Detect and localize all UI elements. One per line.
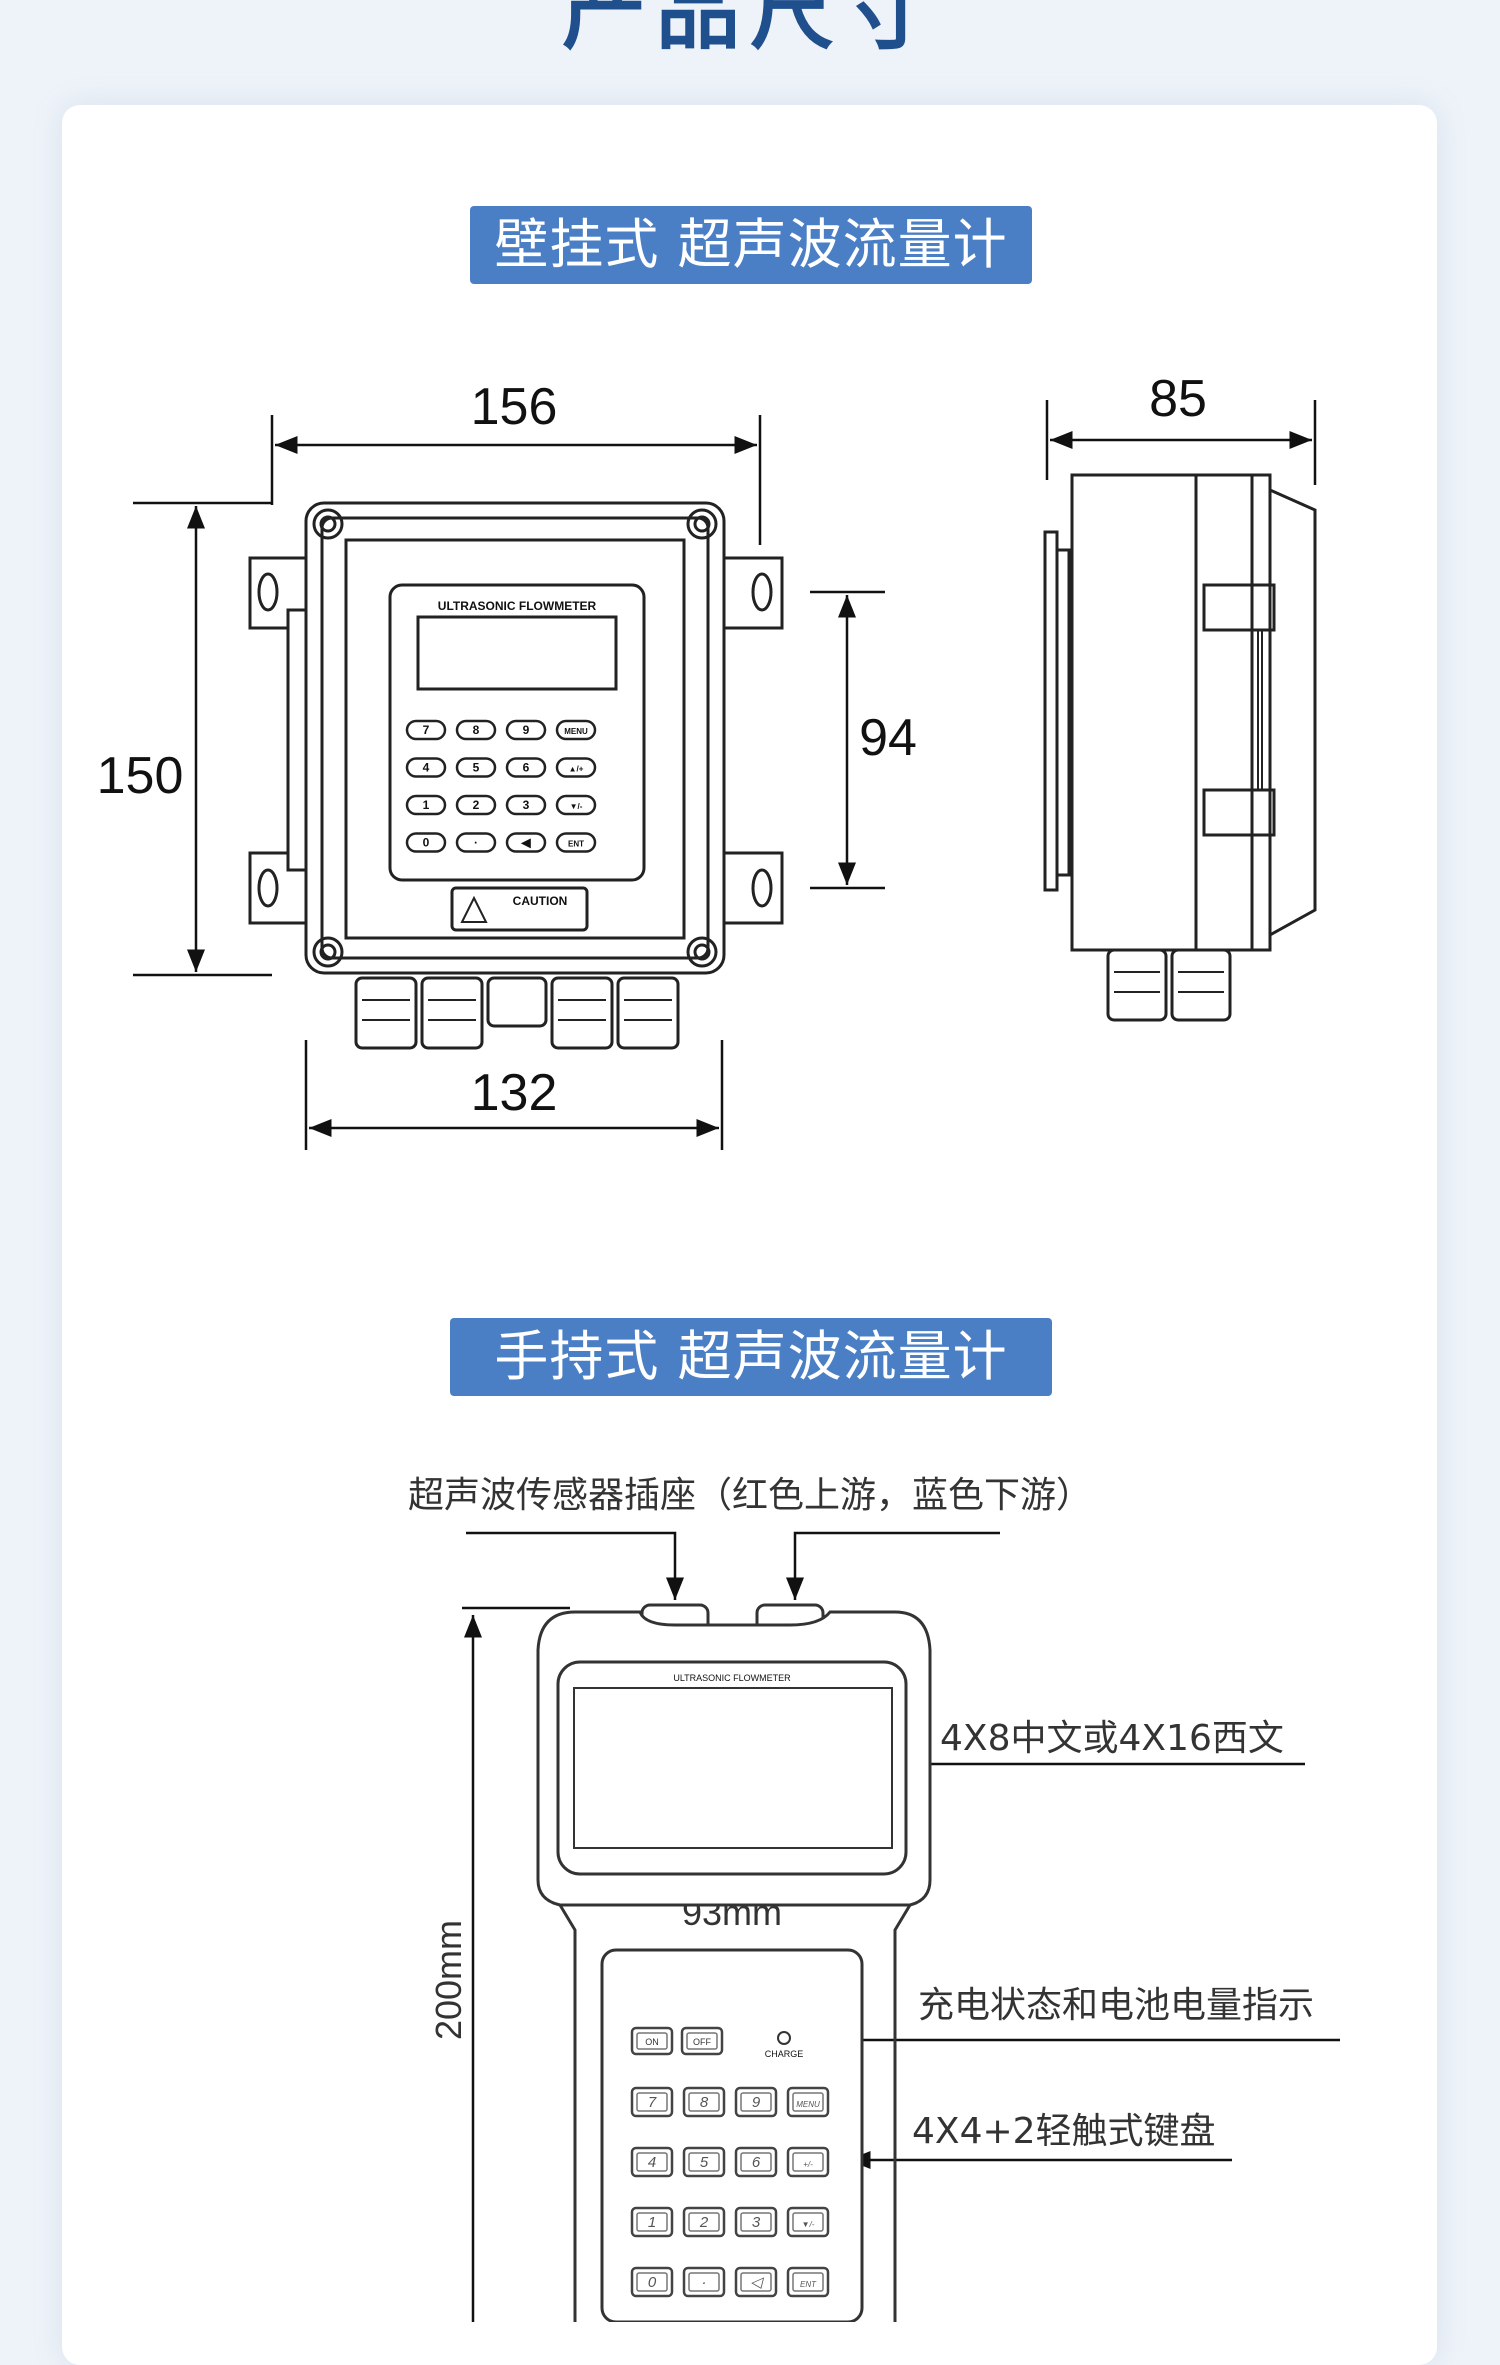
dim-width-bottom: 132 <box>471 1064 558 1122</box>
handheld-key-9: 1 <box>630 2206 674 2238</box>
wall-key-label: 5 <box>473 761 480 775</box>
handheld-key-14: · <box>682 2266 726 2298</box>
wall-key-label: ◀ <box>520 836 531 850</box>
handheld-key-label: 9 <box>752 2094 761 2111</box>
handheld-key-15: ◁ <box>734 2266 778 2298</box>
wall-key-6: 5 <box>455 757 497 778</box>
handheld-device <box>536 1603 932 2322</box>
wall-key-label: 1 <box>423 798 430 812</box>
wall-key-label: 2 <box>473 798 480 812</box>
handheld-key-label: 8 <box>700 2094 709 2111</box>
handheld-power-key-on: ON <box>630 2026 674 2056</box>
wall-key-15: ◀ <box>505 832 547 853</box>
handheld-keypad: ON OFF 7 8 9 MENU 4 5 6 +/- 1 2 3 ▼/- 0 · ◁ ENT <box>630 2026 830 2298</box>
handheld-key-label: ◁ <box>750 2274 764 2291</box>
wall-key-14: · <box>455 832 497 853</box>
wall-mounted-banner: 壁挂式 超声波流量计 <box>470 206 1032 284</box>
wall-mounted-side-view <box>1043 473 1317 1022</box>
dim-width-top: 156 <box>471 378 558 436</box>
wall-key-label: ENT <box>568 840 584 849</box>
handheld-key-10: 2 <box>682 2206 726 2238</box>
handheld-key-label: 2 <box>699 2214 709 2231</box>
handheld-key-16: ENT <box>786 2266 830 2298</box>
wall-key-13: 0 <box>405 832 447 853</box>
wall-key-11: 3 <box>505 794 547 816</box>
wall-key-label: 3 <box>523 798 530 812</box>
wall-key-9: 1 <box>405 794 447 816</box>
handheld-key-label: ENT <box>800 2280 817 2289</box>
wall-caution-label: CAUTION <box>513 894 568 908</box>
wall-key-label: 0 <box>423 836 430 850</box>
wall-key-label: · <box>474 836 478 850</box>
wall-keypad: 7 8 9 MENU 4 5 6 ▲/+ 1 2 3 ▼/- 0 · ◀ ENT <box>405 719 597 853</box>
handheld-key-4: MENU <box>786 2086 830 2118</box>
dim-depth: 85 <box>1149 370 1207 428</box>
charge-led-icon <box>777 2031 791 2045</box>
handheld-power-key-label: ON <box>645 2037 659 2047</box>
handheld-key-12: ▼/- <box>786 2206 830 2238</box>
wall-key-label: ▲/+ <box>569 765 584 774</box>
handheld-device-label: ULTRASONIC FLOWMETER <box>673 1673 791 1683</box>
handheld-power-key-label: OFF <box>693 2037 711 2047</box>
handheld-key-label: 3 <box>752 2214 761 2231</box>
handheld-key-label: 6 <box>752 2154 761 2171</box>
wall-key-label: 8 <box>473 723 480 737</box>
wall-key-label: 6 <box>523 761 530 775</box>
wall-key-7: 6 <box>505 757 547 778</box>
wall-key-16: ENT <box>555 832 597 853</box>
wall-key-label: 4 <box>423 761 430 775</box>
side-dimension-lines <box>1045 400 1317 485</box>
handheld-key-2: 8 <box>682 2086 726 2118</box>
handheld-key-label: ▼/- <box>802 2220 815 2229</box>
handheld-key-1: 7 <box>630 2086 674 2118</box>
sensor-socket-note: 超声波传感器插座（红色上游，蓝色下游） <box>408 1475 1092 1516</box>
handheld-key-label: MENU <box>796 2100 820 2109</box>
handheld-key-11: 3 <box>734 2206 778 2238</box>
handheld-key-label: 0 <box>648 2274 657 2291</box>
wall-key-4: MENU <box>555 719 597 741</box>
page-title: 产品尺寸 <box>561 0 938 61</box>
handheld-charge-label: CHARGE <box>765 2049 804 2059</box>
dim-handheld-height: 200mm <box>428 1920 469 2040</box>
wall-key-label: 9 <box>523 723 530 737</box>
handheld-key-label: +/- <box>803 2160 813 2169</box>
wall-key-label: ▼/- <box>570 802 583 811</box>
dim-height-left: 150 <box>97 747 184 805</box>
handheld-key-label: · <box>702 2274 707 2291</box>
wall-key-label: 7 <box>423 723 430 737</box>
wall-key-3: 9 <box>505 719 547 741</box>
handheld-key-label: 4 <box>648 2154 656 2171</box>
handheld-key-13: 0 <box>630 2266 674 2298</box>
wall-device-label: ULTRASONIC FLOWMETER <box>438 599 597 613</box>
wall-key-label: MENU <box>564 727 588 736</box>
handheld-key-label: 7 <box>648 2094 657 2111</box>
handheld-key-7: 6 <box>734 2146 778 2178</box>
wall-key-8: ▲/+ <box>555 757 597 778</box>
handheld-banner: 手持式 超声波流量计 <box>450 1318 1052 1396</box>
wall-key-5: 4 <box>405 757 447 778</box>
wall-key-10: 2 <box>455 794 497 816</box>
handheld-key-8: +/- <box>786 2146 830 2178</box>
wall-key-2: 8 <box>455 719 497 741</box>
wall-key-1: 7 <box>405 719 447 741</box>
wall-dimension-lines <box>133 415 885 1150</box>
wall-key-12: ▼/- <box>555 794 597 816</box>
display-note: 4X8中文或4X16西文 <box>940 1718 1284 1759</box>
dim-height-keypad: 94 <box>859 709 917 767</box>
handheld-key-5: 4 <box>630 2146 674 2178</box>
handheld-key-3: 9 <box>734 2086 778 2118</box>
handheld-key-6: 5 <box>682 2146 726 2178</box>
charge-note: 充电状态和电池电量指示 <box>918 1985 1314 2026</box>
keypad-note: 4X4+2轻触式键盘 <box>912 2111 1216 2152</box>
handheld-key-label: 5 <box>700 2154 709 2171</box>
handheld-power-key-off: OFF <box>680 2026 724 2056</box>
handheld-key-label: 1 <box>648 2214 656 2231</box>
